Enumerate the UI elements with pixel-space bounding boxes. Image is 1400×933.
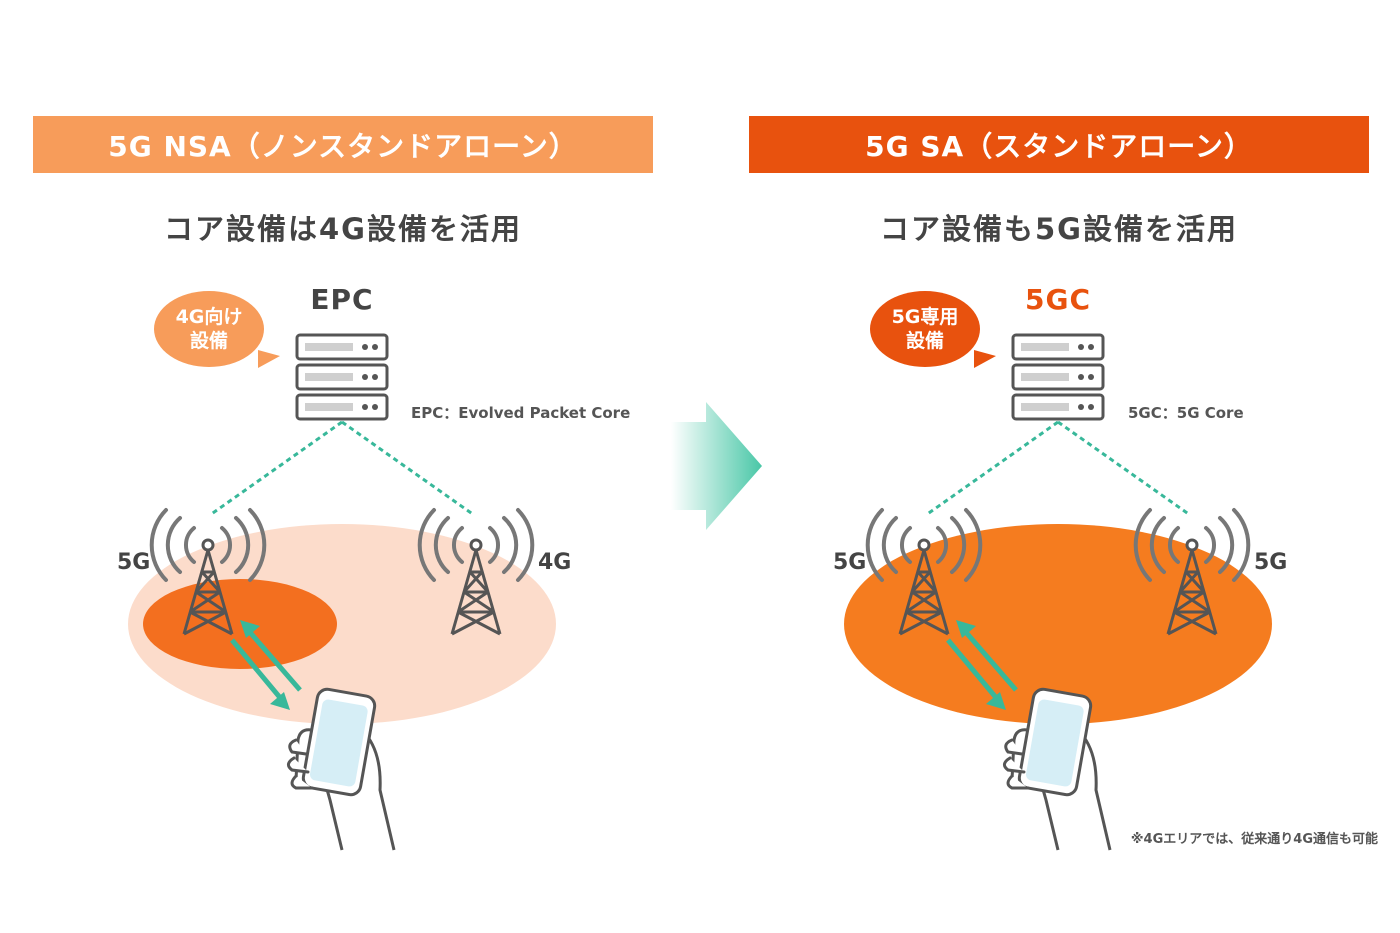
double-arrow-icon bbox=[946, 620, 1018, 710]
server-icon bbox=[295, 333, 389, 421]
nsa-tower-right-label: 4G bbox=[538, 550, 572, 575]
sa-link-right bbox=[1057, 420, 1191, 517]
sa-bubble-line2: 設備 bbox=[905, 330, 944, 352]
double-arrow-icon bbox=[230, 620, 302, 710]
sa-subtitle: コア設備も5G設備を活用 bbox=[880, 212, 1238, 246]
nsa-bubble-line1: 4G向け bbox=[175, 306, 243, 328]
nsa-link-4g bbox=[341, 420, 475, 517]
nsa-subtitle: コア設備は4G設備を活用 bbox=[164, 212, 522, 246]
nsa-core-note: EPC：Evolved Packet Core bbox=[411, 404, 631, 422]
sa-header: 5G SA（スタンドアローン） bbox=[749, 116, 1369, 173]
nsa-header: 5G NSA（ノンスタンドアローン） bbox=[33, 116, 653, 173]
nsa-tower-left-label: 5G bbox=[117, 550, 151, 575]
transition-arrow-icon bbox=[671, 402, 762, 530]
sa-5g-area bbox=[844, 524, 1272, 724]
nsa-core-title: EPC bbox=[310, 283, 374, 316]
nsa-5g-area bbox=[143, 579, 337, 669]
sa-core-title: 5GC bbox=[1024, 283, 1091, 316]
server-icon bbox=[1011, 333, 1105, 421]
sa-tower-right-label: 5G bbox=[1254, 550, 1288, 575]
sa-core-note: 5GC：5G Core bbox=[1128, 404, 1244, 422]
footnote: ※4Gエリアでは、従来通り4G通信も可能 bbox=[1130, 832, 1378, 847]
nsa-core-bubble: 4G向け 設備 bbox=[154, 291, 264, 367]
sa-bubble-line1: 5G専用 bbox=[891, 306, 959, 328]
sa-core-bubble: 5G専用 設備 bbox=[870, 291, 980, 367]
sa-tower-left-label: 5G bbox=[833, 550, 867, 575]
nsa-bubble-line2: 設備 bbox=[189, 330, 228, 352]
nsa-4g-area bbox=[128, 524, 556, 724]
sa-link-left bbox=[925, 420, 1059, 517]
nsa-link-5g bbox=[209, 420, 343, 517]
